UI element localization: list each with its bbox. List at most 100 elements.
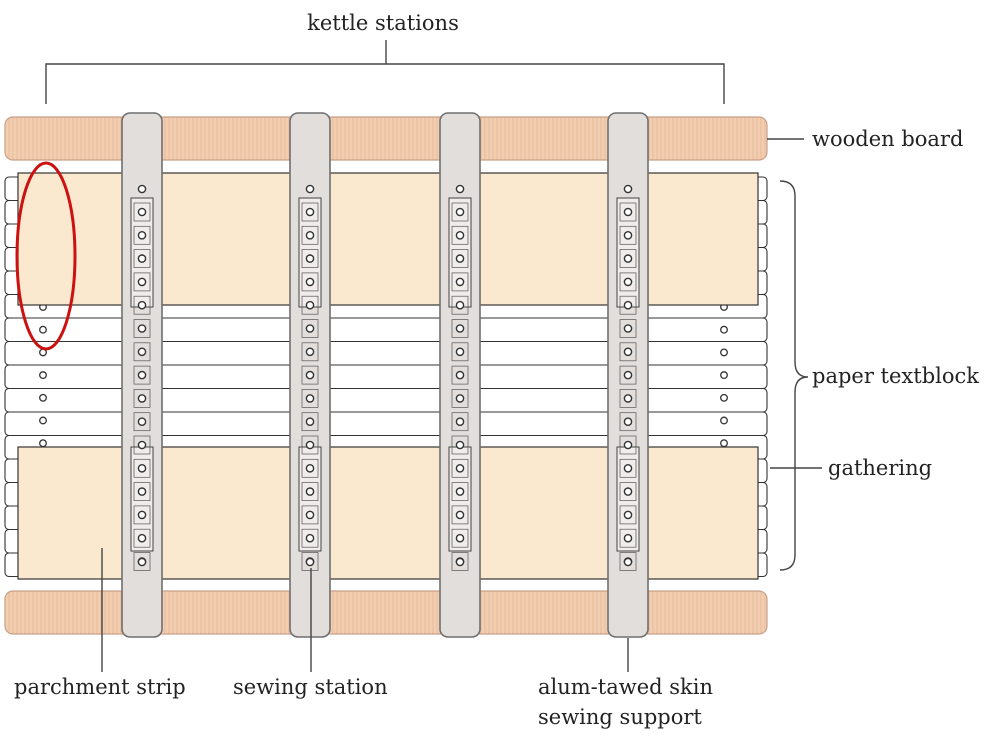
sewing-hole-frame — [301, 225, 319, 245]
sewing-hole-frame — [619, 295, 637, 315]
sewing-station-hole — [455, 463, 465, 473]
sewing-hole-frame — [619, 365, 637, 385]
sewing-station-hole — [623, 557, 633, 567]
sewing-hole-frame — [451, 412, 469, 432]
sewing-hole-frame — [301, 458, 319, 478]
sewing-station-hole — [137, 254, 147, 263]
sewing-station-hole — [623, 347, 633, 357]
sewing-hole-frame — [133, 435, 151, 455]
label-sewing-station: sewing station — [233, 675, 388, 699]
sewing-station-hole — [455, 230, 465, 240]
sewing-hole-frame — [451, 225, 469, 245]
signature-edge — [4, 411, 768, 437]
sewing-station-hole — [623, 324, 633, 333]
sewing-station-hole — [137, 277, 147, 287]
sewing-hole-frame — [301, 552, 319, 571]
kettle-station-holes — [39, 303, 728, 448]
sewing-hole-frame — [301, 412, 319, 432]
sewing-hole-frame — [619, 342, 637, 362]
sewing-station-hole — [137, 533, 147, 543]
sewing-hole-frame — [619, 319, 637, 338]
wooden-board-bottom — [4, 590, 768, 635]
sewing-station-hole — [455, 324, 465, 333]
sewing-station-hole — [305, 300, 315, 310]
sewing-station-hole — [455, 440, 465, 450]
sewing-hole-frame — [619, 458, 637, 478]
kettle-station-hole — [39, 371, 47, 380]
sewing-station-hole — [137, 394, 147, 403]
sewing-hole-frame — [301, 249, 319, 268]
sewing-hole-frame — [451, 202, 469, 222]
sewing-station-hole — [623, 510, 633, 520]
kettle-station-hole — [720, 348, 728, 357]
sewing-hole-frame — [133, 249, 151, 268]
label-gathering: gathering — [828, 456, 932, 480]
sewing-station-hole — [137, 370, 147, 380]
sewing-station-hole — [305, 417, 315, 427]
sewing-hole-frame — [619, 435, 637, 455]
sewing-hole-frame — [301, 295, 319, 315]
sewing-hole-frame — [301, 319, 319, 338]
sewing-station-hole — [455, 300, 465, 310]
sewing-station-hole — [455, 417, 465, 427]
sewing-hole-frame — [451, 435, 469, 455]
sewing-station-hole — [455, 277, 465, 287]
sewing-hole-frame — [451, 319, 469, 338]
sewing-station-hole — [137, 557, 147, 567]
sewing-station-hole — [137, 487, 147, 496]
sewing-hole-frame — [619, 389, 637, 408]
sewing-hole-frame — [301, 435, 319, 455]
sewing-station-hole — [623, 300, 633, 310]
sewing-station-hole — [305, 347, 315, 357]
sewing-station-hole — [455, 254, 465, 263]
sewing-hole-frame — [133, 295, 151, 315]
sewing-hole-frame — [133, 342, 151, 362]
kettle-station-hole — [720, 416, 728, 425]
sewing-station-hole — [305, 207, 315, 217]
sewing-hole-frame — [619, 552, 637, 571]
sewing-station-hole — [137, 230, 147, 240]
sewing-station-hole — [137, 347, 147, 357]
sewing-hole-frame — [133, 319, 151, 338]
sewing-hole-frame — [133, 505, 151, 525]
sewing-station-hole — [305, 230, 315, 240]
sewing-hole-frame — [451, 458, 469, 478]
sewing-station-hole — [623, 370, 633, 380]
sewing-station-hole — [455, 347, 465, 357]
sewing-station-hole — [455, 184, 465, 194]
sewing-station-hole — [623, 463, 633, 473]
kettle-stitch-highlight-oval — [15, 161, 77, 351]
sewing-station-hole — [455, 394, 465, 403]
sewing-station-hole — [623, 417, 633, 427]
sewing-station-hole — [455, 487, 465, 496]
sewing-hole-frame — [619, 202, 637, 222]
sewing-hole-frame — [133, 528, 151, 548]
sewing-hole-frame — [301, 202, 319, 222]
sewing-hole-frame — [133, 458, 151, 478]
sewing-hole-frame — [619, 505, 637, 525]
sewing-station-hole — [455, 207, 465, 217]
sewing-hole-frame — [619, 412, 637, 432]
sewing-hole-frame — [451, 528, 469, 548]
sewing-hole-frame — [133, 482, 151, 501]
sewing-hole-frame — [619, 272, 637, 292]
sewing-hole-frame — [451, 482, 469, 501]
sewing-station-hole — [137, 207, 147, 217]
wooden-board-top — [4, 116, 768, 161]
sewing-hole-frame — [451, 505, 469, 525]
sewing-station-hole — [455, 370, 465, 380]
signature-edge — [4, 340, 768, 366]
sewing-hole-frame — [301, 528, 319, 548]
sewing-station-hole — [305, 254, 315, 263]
sewing-hole-frame — [451, 272, 469, 292]
sewing-hole-frame — [133, 552, 151, 571]
kettle-station-hole — [39, 439, 47, 448]
signature-edge — [4, 317, 768, 343]
sewing-hole-frame — [133, 389, 151, 408]
sewing-hole-frame — [451, 365, 469, 385]
sewing-hole-frame — [301, 482, 319, 501]
sewing-station-hole — [623, 394, 633, 403]
paper-textblock-brace — [779, 180, 809, 571]
sewing-support — [607, 112, 649, 638]
